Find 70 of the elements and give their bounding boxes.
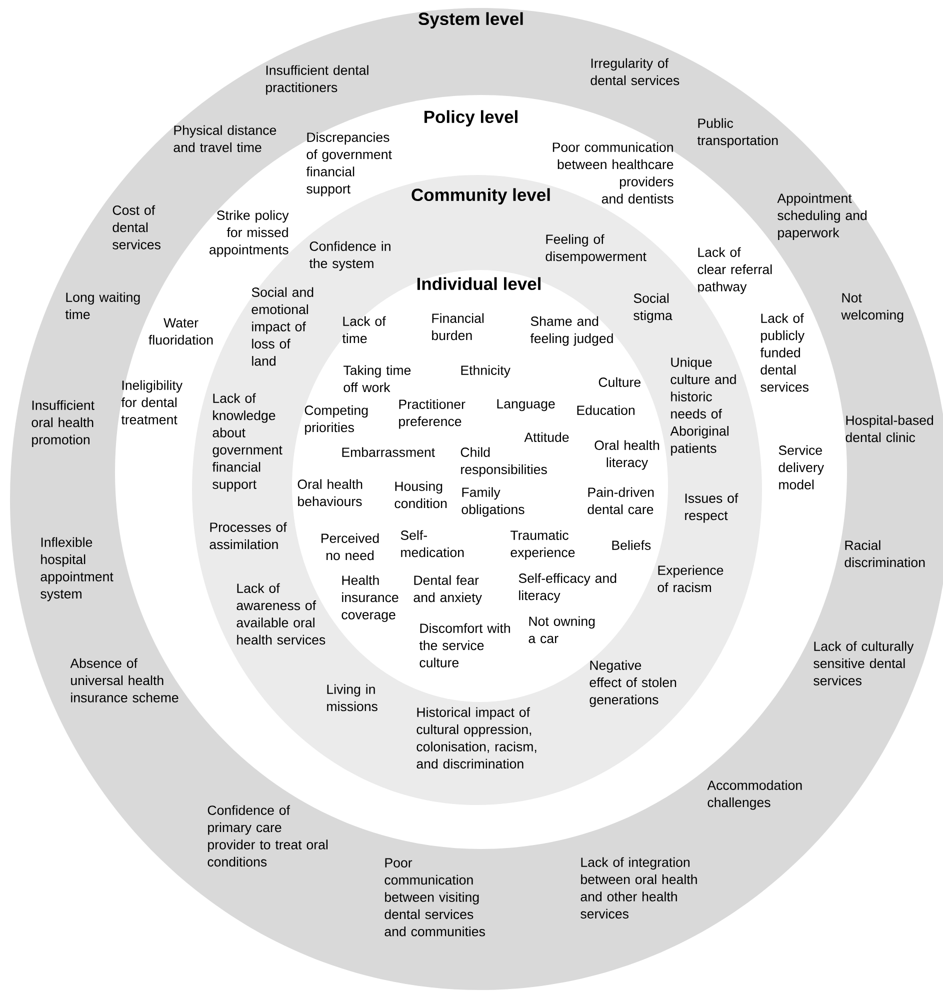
factor-label: Service delivery model <box>778 445 824 490</box>
factor-label: Social stigma <box>634 293 672 323</box>
factor-label: Absence of universal health insurance scheme <box>70 658 178 702</box>
factor-label: Issues of respect <box>685 493 738 523</box>
factor-label: Dental fear and anxiety <box>414 575 482 605</box>
factor-label: Traumatic experience <box>510 530 575 560</box>
factor-label: Oral health literacy <box>594 440 660 470</box>
factor-label: Not welcoming <box>841 293 904 322</box>
factor-label: Historical impact of cultural oppression, colonisation, racism, and discrimination <box>416 707 536 769</box>
factor-label: Social and emotional impact of loss of land <box>252 287 314 366</box>
factor-label: Living in missions <box>327 684 378 712</box>
factor-label: Attitude <box>524 432 569 442</box>
factor-label: Discrepancies of government financial support <box>306 132 392 196</box>
factor-label: Strike policy for missed appointments <box>210 210 289 257</box>
factor-label: Health insurance coverage <box>342 575 398 622</box>
factor-label: Experience of racism <box>658 565 724 592</box>
factor-label: Lack of clear referral pathway <box>698 247 772 294</box>
factor-label: Pain-driven dental care <box>588 487 654 514</box>
factor-label: Poor communication between healthcare providers and dentists <box>552 142 674 204</box>
factor-label: Lack of time <box>342 316 386 344</box>
factor-label: Financial burden <box>432 313 484 340</box>
factor-label: Confidence of primary care provider to treat oral conditions <box>208 805 328 867</box>
factor-label: Culture <box>598 377 640 387</box>
factor-label: Embarrassment <box>342 447 435 457</box>
factor-label: Negative effect of stolen generations <box>590 660 676 707</box>
factor-label: Beliefs <box>612 540 651 550</box>
factor-label: Insufficient oral health promotion <box>32 400 94 447</box>
factor-label: Education <box>577 405 634 415</box>
factor-label: Insufficient dental practitioners <box>266 65 368 95</box>
factor-label: Lack of publicly funded dental services <box>760 313 808 392</box>
factor-label: Family obligations <box>462 487 524 517</box>
factor-label: Child responsibilities <box>460 447 547 477</box>
factor-label: Lack of knowledge about government financial support <box>212 393 282 492</box>
factor-label: Language <box>497 399 555 412</box>
factor-label: Long waiting time <box>65 292 140 320</box>
factor-label: Not owning a car <box>528 616 595 644</box>
factor-label: Oral health behaviours <box>298 479 362 506</box>
factor-label: Unique culture and historic needs of Aboriginal patients <box>670 357 736 456</box>
factor-label: Processes of assimilation <box>210 522 287 550</box>
factor-label: Irregularity of dental services <box>590 58 680 86</box>
factor-label: Hospital-based dental clinic <box>846 415 934 442</box>
factor-label: Practitioner preference <box>399 399 466 429</box>
factor-label: Accommodation challenges <box>707 780 802 810</box>
factor-label: Competing priorities <box>304 405 368 435</box>
factor-label: Racial discrimination <box>844 540 925 568</box>
factor-label: Physical distance and travel time <box>174 125 276 152</box>
level-heading: Individual level <box>417 277 540 290</box>
factor-label: Self-efficacy and literacy <box>518 573 616 603</box>
factor-label: Discomfort with the service culture <box>419 623 510 668</box>
factor-label: Shame and feeling judged <box>530 316 613 346</box>
level-heading: System level <box>418 12 523 29</box>
factor-label: Water fluoridation <box>148 318 213 345</box>
factor-label: Ethnicity <box>461 365 510 378</box>
factor-label: Poor communication between visiting dental services and communities <box>384 858 485 936</box>
level-heading: Community level <box>412 188 550 205</box>
factor-label: Self-medication <box>400 530 464 558</box>
factor-label: Taking time off work <box>344 365 411 392</box>
factor-label: Ineligibility for dental treatment <box>121 380 182 424</box>
factor-label: Perceived no need <box>322 533 379 560</box>
factor-label: Appointment scheduling and paperwork <box>777 193 867 240</box>
factor-label: Feeling of disempowerment <box>546 234 646 264</box>
factor-label: Inflexible hospital appointment system <box>40 537 114 602</box>
level-heading: Policy level <box>424 110 518 127</box>
factor-label: Confidence in the system <box>309 241 390 271</box>
factor-label: Cost of dental services <box>112 205 160 250</box>
factor-label: Housing condition <box>394 481 447 508</box>
factor-label: Public transportation <box>697 118 778 148</box>
factor-label: Lack of awareness of available oral health services <box>236 583 326 645</box>
factor-label: Lack of culturally sensitive dental services <box>814 641 914 686</box>
factor-label: Lack of integration between oral health and other health services <box>580 857 697 919</box>
